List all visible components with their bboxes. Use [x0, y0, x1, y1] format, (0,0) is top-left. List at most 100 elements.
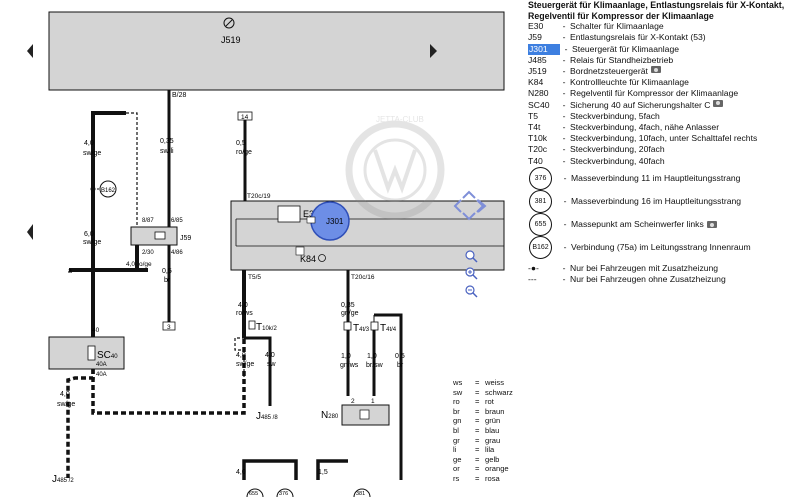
- color-key-eq: =: [475, 473, 480, 483]
- legend-title-2: Regelventil für Kompressor der Klimaanla…: [528, 10, 714, 21]
- switch-e30-icon: [277, 205, 301, 223]
- legend-text: Steckverbindung, 20fach: [570, 144, 665, 155]
- relay-j485-8-label: J485 /8: [256, 411, 278, 422]
- wire-035-size: 0,35: [160, 138, 174, 145]
- color-key-code: li: [453, 445, 457, 455]
- nav-left-arrow-icon[interactable]: [27, 44, 33, 58]
- wire-40-low-color: sw/ge: [57, 401, 75, 408]
- t4t-4-box: [370, 321, 379, 331]
- splice-b162-label: B162: [101, 188, 116, 194]
- watermark-logo: JETTA-CLUB: [345, 115, 445, 220]
- wire-60-size: 6,0: [84, 231, 94, 238]
- legend-circle-icon: 381: [529, 190, 552, 214]
- legend-code: SC40: [528, 99, 550, 110]
- wire-40-top-size: 4,0: [84, 140, 94, 147]
- color-key-eq: =: [475, 378, 480, 387]
- wire-035-color: sw/li: [160, 148, 174, 155]
- legend-notes: -●--Nur bei Fahrzeugen mit Zusatzheizung…: [528, 263, 798, 285]
- legend-dash: -: [562, 99, 566, 110]
- wire-40-sw-color: sw: [267, 361, 277, 368]
- k84-lamp-icon: [318, 254, 326, 262]
- camera-icon[interactable]: [713, 99, 724, 107]
- wire-40-rotws-size: 4,0: [238, 302, 248, 309]
- color-key-code: gr: [453, 435, 460, 445]
- legend-text: Steckverbindung, 5fach: [570, 110, 660, 121]
- legend-dash: -: [563, 173, 567, 184]
- wire-40-top-color: sw/ge: [83, 150, 101, 157]
- zoom-in-icon[interactable]: [465, 250, 478, 263]
- color-key-name: lila: [485, 445, 495, 455]
- wire-05-br2-color: br: [397, 362, 404, 369]
- relay-coil-icon: [154, 231, 166, 240]
- ground-376-label: 376: [279, 491, 288, 497]
- nav-right-arrow-icon[interactable]: [430, 44, 437, 58]
- fuse-40a-2: 40A: [96, 372, 107, 378]
- t4t-3-box: [343, 321, 352, 331]
- color-key-code: rs: [453, 473, 460, 483]
- j301-chip-icon: [306, 216, 316, 224]
- legend-dash: -: [563, 219, 567, 230]
- legend-circle-row: 381-Masseverbindung 16 im Hauptleitungss…: [528, 190, 798, 214]
- t4t-3-label: T4t/3: [353, 323, 370, 334]
- relay-j59-box: [130, 226, 178, 246]
- connector-b28-label: B/28: [172, 92, 187, 99]
- zoom-minus-icon[interactable]: [465, 285, 478, 298]
- legend-title-1: Steuergerät für Klimaanlage, Entlastungs…: [528, 0, 785, 10]
- wire-dashed-j59: [126, 112, 138, 225]
- terminal-3-box: [162, 321, 176, 331]
- color-key-eq: =: [475, 435, 480, 445]
- k84-label: K84: [300, 254, 316, 264]
- camera-icon[interactable]: [706, 221, 717, 229]
- color-key-row: sw=schwarz: [453, 388, 513, 398]
- fuse-icon: [87, 345, 96, 361]
- legend-text: Kontrollleuchte für Klimaanlage: [570, 77, 689, 88]
- color-key-name: blau: [485, 425, 500, 435]
- legend-dash: -: [562, 54, 566, 65]
- legend-row: T4t-Steckverbindung, 4fach, nähe Anlasse…: [528, 122, 798, 133]
- t20c-19: T20c/19: [247, 193, 271, 200]
- wire-40-bottom: 4,0: [236, 469, 246, 476]
- legend-row: N280-Regelventil für Kompressor der Klim…: [528, 88, 798, 99]
- ground-381-icon: [353, 488, 371, 497]
- color-key-name: rosa: [485, 473, 500, 483]
- color-key-row: gr=grau: [453, 436, 513, 446]
- color-key-name: rot: [485, 397, 494, 407]
- legend-circle-icon: 655: [529, 213, 552, 237]
- fuse-sc40-label: SC40: [97, 350, 118, 361]
- legend-dash: -: [562, 262, 566, 273]
- zoom-plus-icon[interactable]: [465, 267, 478, 280]
- legend-text: Sicherung 40 auf Sicherungshalter C: [570, 99, 711, 110]
- legend-row[interactable]: J301-Steuergerät für Klimaanlage: [528, 43, 798, 55]
- wire-10-grws-size: 1,0: [341, 353, 351, 360]
- wire-035-grge-size: 0,35: [341, 302, 355, 309]
- t5-5: T5/5: [248, 274, 261, 281]
- ground-655-label: 655: [249, 491, 258, 497]
- legend-code[interactable]: J301: [528, 43, 560, 55]
- t4t-4-label: T4t/4: [380, 323, 397, 334]
- legend-circle-row: B162-Verbindung (75a) im Leitungsstrang …: [528, 236, 798, 260]
- fuse-40a-1: 40A: [96, 362, 107, 368]
- color-key-code: br: [453, 406, 460, 416]
- legend-text: Schalter für Klimaanlage: [570, 21, 664, 32]
- watermark-text: JETTA-CLUB: [376, 115, 424, 124]
- wire-05-br2: [374, 313, 403, 480]
- camera-icon[interactable]: [650, 66, 661, 73]
- color-key-row: ge=gelb: [453, 455, 513, 465]
- ground-381-label: 381: [356, 491, 365, 497]
- legend-circle-row: 655-Massepunkt am Scheinwerfer links: [528, 213, 798, 237]
- legend-text: Regelventil für Kompressor der Klimaanla…: [570, 88, 739, 99]
- color-key-code: gn: [453, 416, 462, 426]
- legend-code: T20c: [528, 144, 548, 155]
- legend-dash: -: [562, 32, 566, 43]
- nav-left-arrow-icon-2[interactable]: [27, 224, 33, 240]
- legend-note-text: Nur bei Fahrzeugen mit Zusatzheizung: [570, 262, 719, 273]
- legend-code: T10k: [528, 133, 548, 144]
- pan-right-arrow-icon[interactable]: [477, 199, 487, 213]
- legend-circle-text: Masseverbindung 16 im Hauptleitungsstran…: [571, 196, 742, 207]
- legend-dash: -: [562, 110, 566, 121]
- t10k-2-box: [248, 320, 256, 330]
- wire-40-mid-color: sw/ge: [236, 361, 254, 368]
- legend-dash: -: [562, 21, 566, 32]
- legend-circle-text: Massepunkt am Scheinwerfer links: [571, 219, 704, 230]
- wire-10-brsw-size: 1,0: [367, 353, 377, 360]
